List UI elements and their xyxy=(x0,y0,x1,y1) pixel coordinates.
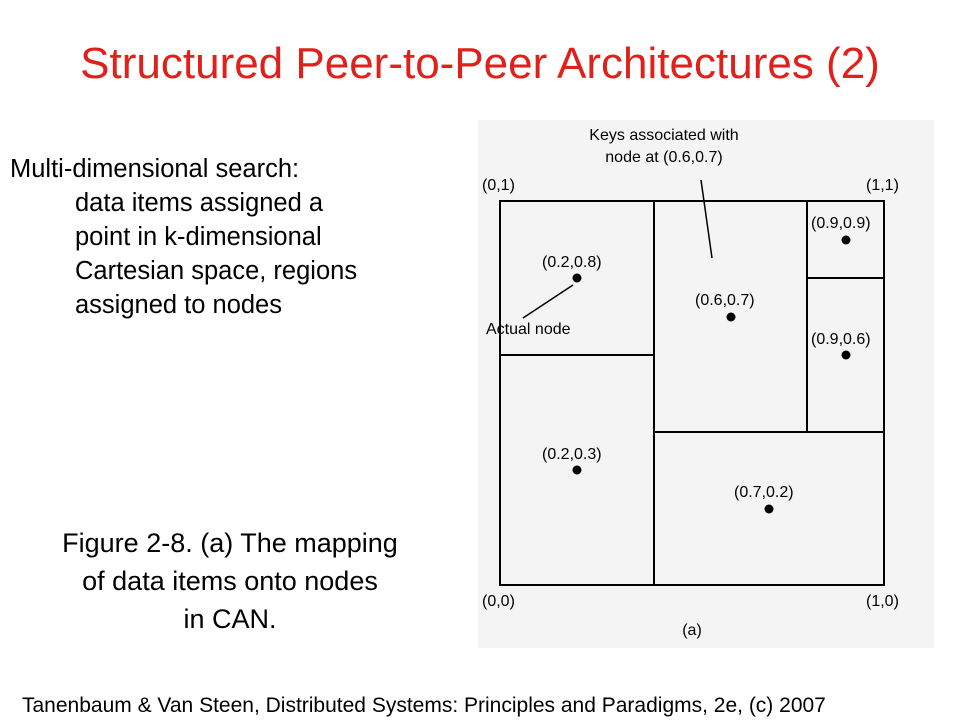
node-point xyxy=(841,235,851,245)
node-point xyxy=(572,465,582,475)
node-label: (0.2,0.8) xyxy=(542,254,602,271)
keys-label-line2: node at (0.6,0.7) xyxy=(605,149,722,166)
can-diagram: (0,1) (1,1) (0,0) (1,0) Keys associated … xyxy=(478,120,934,648)
node-point xyxy=(764,504,774,514)
figure-sublabel: (a) xyxy=(682,622,702,639)
node-label: (0.7,0.2) xyxy=(734,484,794,501)
node-label: (0.6,0.7) xyxy=(695,292,755,309)
node-label: (0.2,0.3) xyxy=(542,446,602,463)
body-lead: Multi-dimensional search: xyxy=(10,155,300,183)
caption-line: of data items onto nodes xyxy=(82,566,378,596)
keys-pointer-line xyxy=(700,179,713,259)
corner-label-top-right: (1,1) xyxy=(866,177,899,194)
node-label: (0.9,0.6) xyxy=(811,331,871,348)
body-line: point in k-dimensional xyxy=(75,223,322,251)
body-line: assigned to nodes xyxy=(75,291,282,319)
corner-label-top-left: (0,1) xyxy=(482,177,515,194)
corner-label-bottom-left: (0,0) xyxy=(482,593,515,610)
can-diagram-svg: (0,1) (1,1) (0,0) (1,0) Keys associated … xyxy=(482,127,899,639)
corner-label-bottom-right: (1,0) xyxy=(866,593,899,610)
keys-label-line1: Keys associated with xyxy=(589,127,738,144)
slide-title: Structured Peer-to-Peer Architectures (2… xyxy=(80,39,880,88)
source-credit: Tanenbaum & Van Steen, Distributed Syste… xyxy=(22,694,826,717)
node-label: (0.9,0.9) xyxy=(811,215,871,232)
figure-caption: Figure 2-8. (a) The mapping of data item… xyxy=(0,524,460,638)
node-point xyxy=(841,350,851,360)
body-line: data items assigned a xyxy=(75,189,324,217)
caption-line: in CAN. xyxy=(183,604,277,634)
coordinate-space-border xyxy=(499,200,885,586)
caption-line: Figure 2-8. (a) The mapping xyxy=(62,528,398,558)
actual-node-label: Actual node xyxy=(486,321,571,338)
actual-node-pointer-line xyxy=(522,284,574,319)
body-line: Cartesian space, regions xyxy=(75,257,358,285)
body-sublines: data items assigned a point in k-dimensi… xyxy=(75,186,450,322)
node-point xyxy=(572,273,582,283)
node-point xyxy=(726,312,736,322)
body-text: Multi-dimensional search: data items ass… xyxy=(10,152,450,322)
